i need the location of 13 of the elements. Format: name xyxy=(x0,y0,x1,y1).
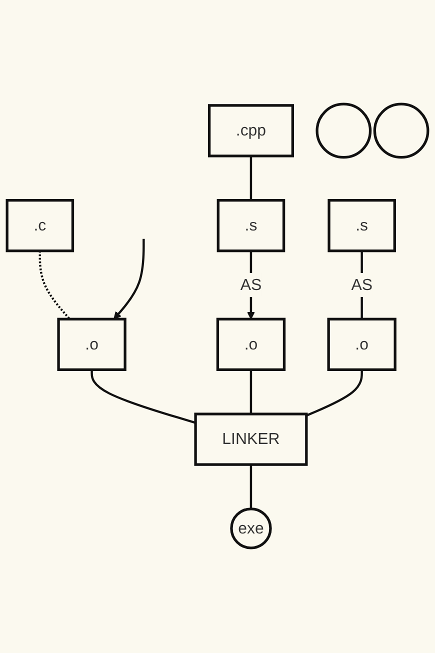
edge-label: AS xyxy=(351,276,372,294)
node-box: .cpp xyxy=(208,104,294,158)
node-circle xyxy=(373,103,430,160)
node-box: .o xyxy=(216,318,286,372)
node-box: .o xyxy=(57,318,126,372)
node-box: .o xyxy=(327,318,396,372)
node-box: .s xyxy=(216,199,286,253)
node-box: LINKER xyxy=(194,413,308,466)
node-circle xyxy=(316,103,372,160)
node-circle: exe xyxy=(230,508,272,550)
node-box: .s xyxy=(328,199,396,253)
node-box: .c xyxy=(6,199,74,253)
edge-label: AS xyxy=(240,276,262,294)
